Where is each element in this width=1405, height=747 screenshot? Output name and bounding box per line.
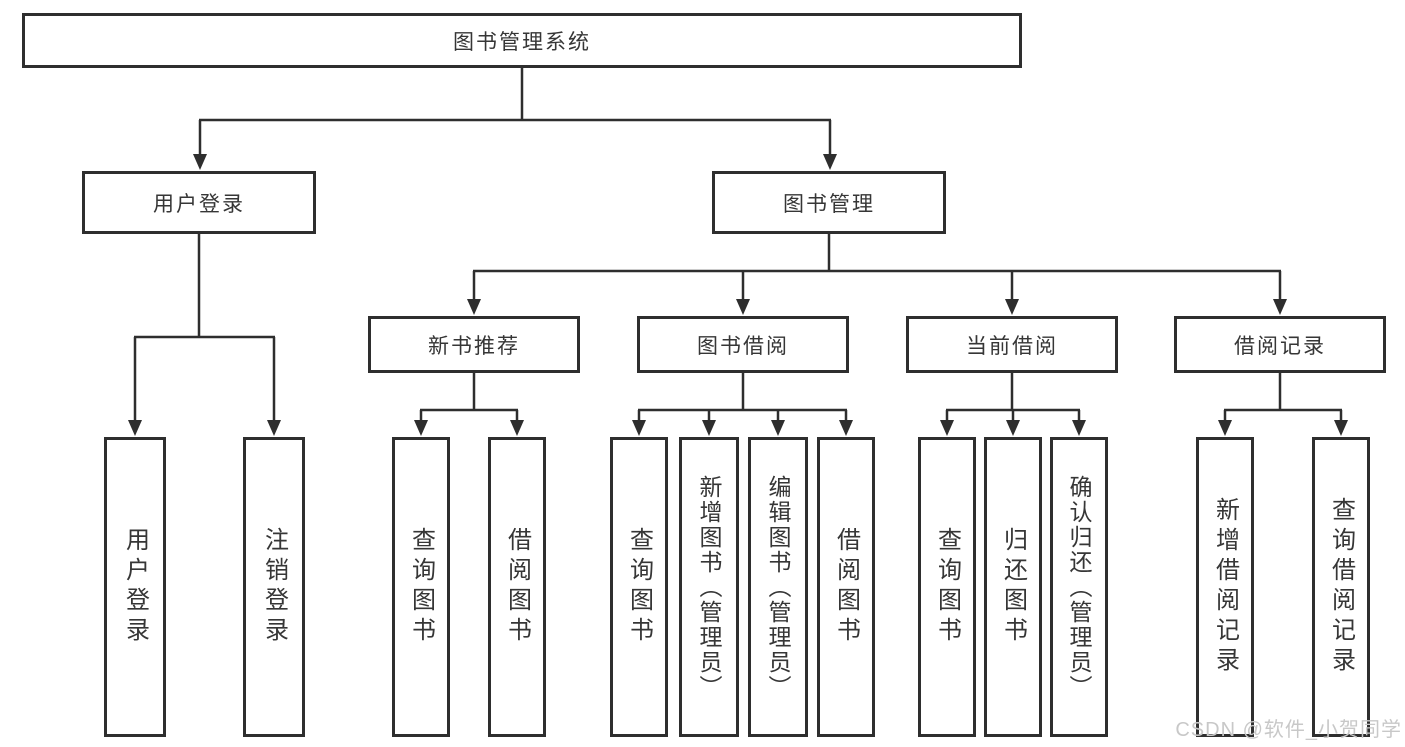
leaf-query-borrow-record-label: 查询借阅记录 <box>1327 497 1355 677</box>
leaf-confirm-return-admin-label: 确认归还（管理员） <box>1066 474 1092 700</box>
node-user-login-label: 用户登录 <box>153 192 245 216</box>
leaf-logout-label: 注销登录 <box>260 527 288 647</box>
leaf-borrow-book-borrow: 借阅图书 <box>817 437 875 737</box>
leaf-query-book-current: 查询图书 <box>918 437 976 737</box>
leaf-add-book-admin: 新增图书（管理员） <box>679 437 739 737</box>
leaf-borrow-book-rec: 借阅图书 <box>488 437 546 737</box>
leaf-user-login-label: 用户登录 <box>121 527 149 647</box>
leaf-query-book-borrow-label: 查询图书 <box>625 527 653 647</box>
leaf-query-book-borrow: 查询图书 <box>610 437 668 737</box>
leaf-query-book-rec: 查询图书 <box>392 437 450 737</box>
node-user-login: 用户登录 <box>82 171 316 234</box>
node-new-book-recommendation: 新书推荐 <box>368 316 580 373</box>
node-current-borrowing: 当前借阅 <box>906 316 1118 373</box>
leaf-edit-book-admin: 编辑图书（管理员） <box>748 437 808 737</box>
leaf-confirm-return-admin: 确认归还（管理员） <box>1050 437 1108 737</box>
leaf-edit-book-admin-label: 编辑图书（管理员） <box>765 474 791 700</box>
node-current-borrowing-label: 当前借阅 <box>966 334 1058 358</box>
node-book-borrowing-label: 图书借阅 <box>697 334 789 358</box>
leaf-query-book-current-label: 查询图书 <box>933 527 961 647</box>
node-book-management-label: 图书管理 <box>783 192 875 216</box>
leaf-add-book-admin-label: 新增图书（管理员） <box>696 474 722 700</box>
leaf-borrow-book-borrow-label: 借阅图书 <box>832 527 860 647</box>
leaf-return-book: 归还图书 <box>984 437 1042 737</box>
node-borrowing-records: 借阅记录 <box>1174 316 1386 373</box>
node-new-book-recommendation-label: 新书推荐 <box>428 334 520 358</box>
leaf-add-borrow-record-label: 新增借阅记录 <box>1211 497 1239 677</box>
leaf-add-borrow-record: 新增借阅记录 <box>1196 437 1254 737</box>
leaf-user-login: 用户登录 <box>104 437 166 737</box>
leaf-logout: 注销登录 <box>243 437 305 737</box>
node-root-label: 图书管理系统 <box>453 30 591 54</box>
watermark: CSDN @软件_小贺同学 <box>1175 719 1402 741</box>
node-borrowing-records-label: 借阅记录 <box>1234 334 1326 358</box>
node-book-borrowing: 图书借阅 <box>637 316 849 373</box>
node-root: 图书管理系统 <box>22 13 1022 68</box>
leaf-query-book-rec-label: 查询图书 <box>407 527 435 647</box>
leaf-borrow-book-rec-label: 借阅图书 <box>503 527 531 647</box>
leaf-query-borrow-record: 查询借阅记录 <box>1312 437 1370 737</box>
leaf-return-book-label: 归还图书 <box>999 527 1027 647</box>
node-book-management: 图书管理 <box>712 171 946 234</box>
